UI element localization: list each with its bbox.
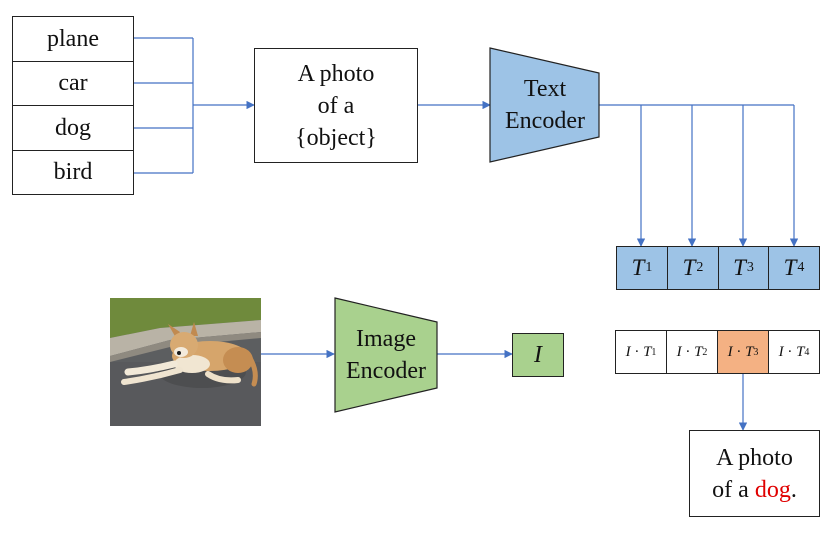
class-item-bird: bird xyxy=(12,150,134,195)
image-encoder-label: Image Encoder xyxy=(346,326,426,384)
text-encoder-shape xyxy=(489,47,600,163)
prompt-template-box: A photo of a {object} xyxy=(254,48,418,163)
dog-photo xyxy=(110,298,261,426)
text-encoder-label: Text Encoder xyxy=(505,76,585,134)
class-item-plane: plane xyxy=(12,16,134,62)
image-embedding: I xyxy=(512,333,564,377)
predicted-class-word: dog xyxy=(754,476,791,503)
class-item-car: car xyxy=(12,61,134,106)
result-box: A photo of a dog. xyxy=(689,430,820,517)
image-encoder-shape xyxy=(334,297,438,413)
class-item-dog: dog xyxy=(12,105,134,151)
